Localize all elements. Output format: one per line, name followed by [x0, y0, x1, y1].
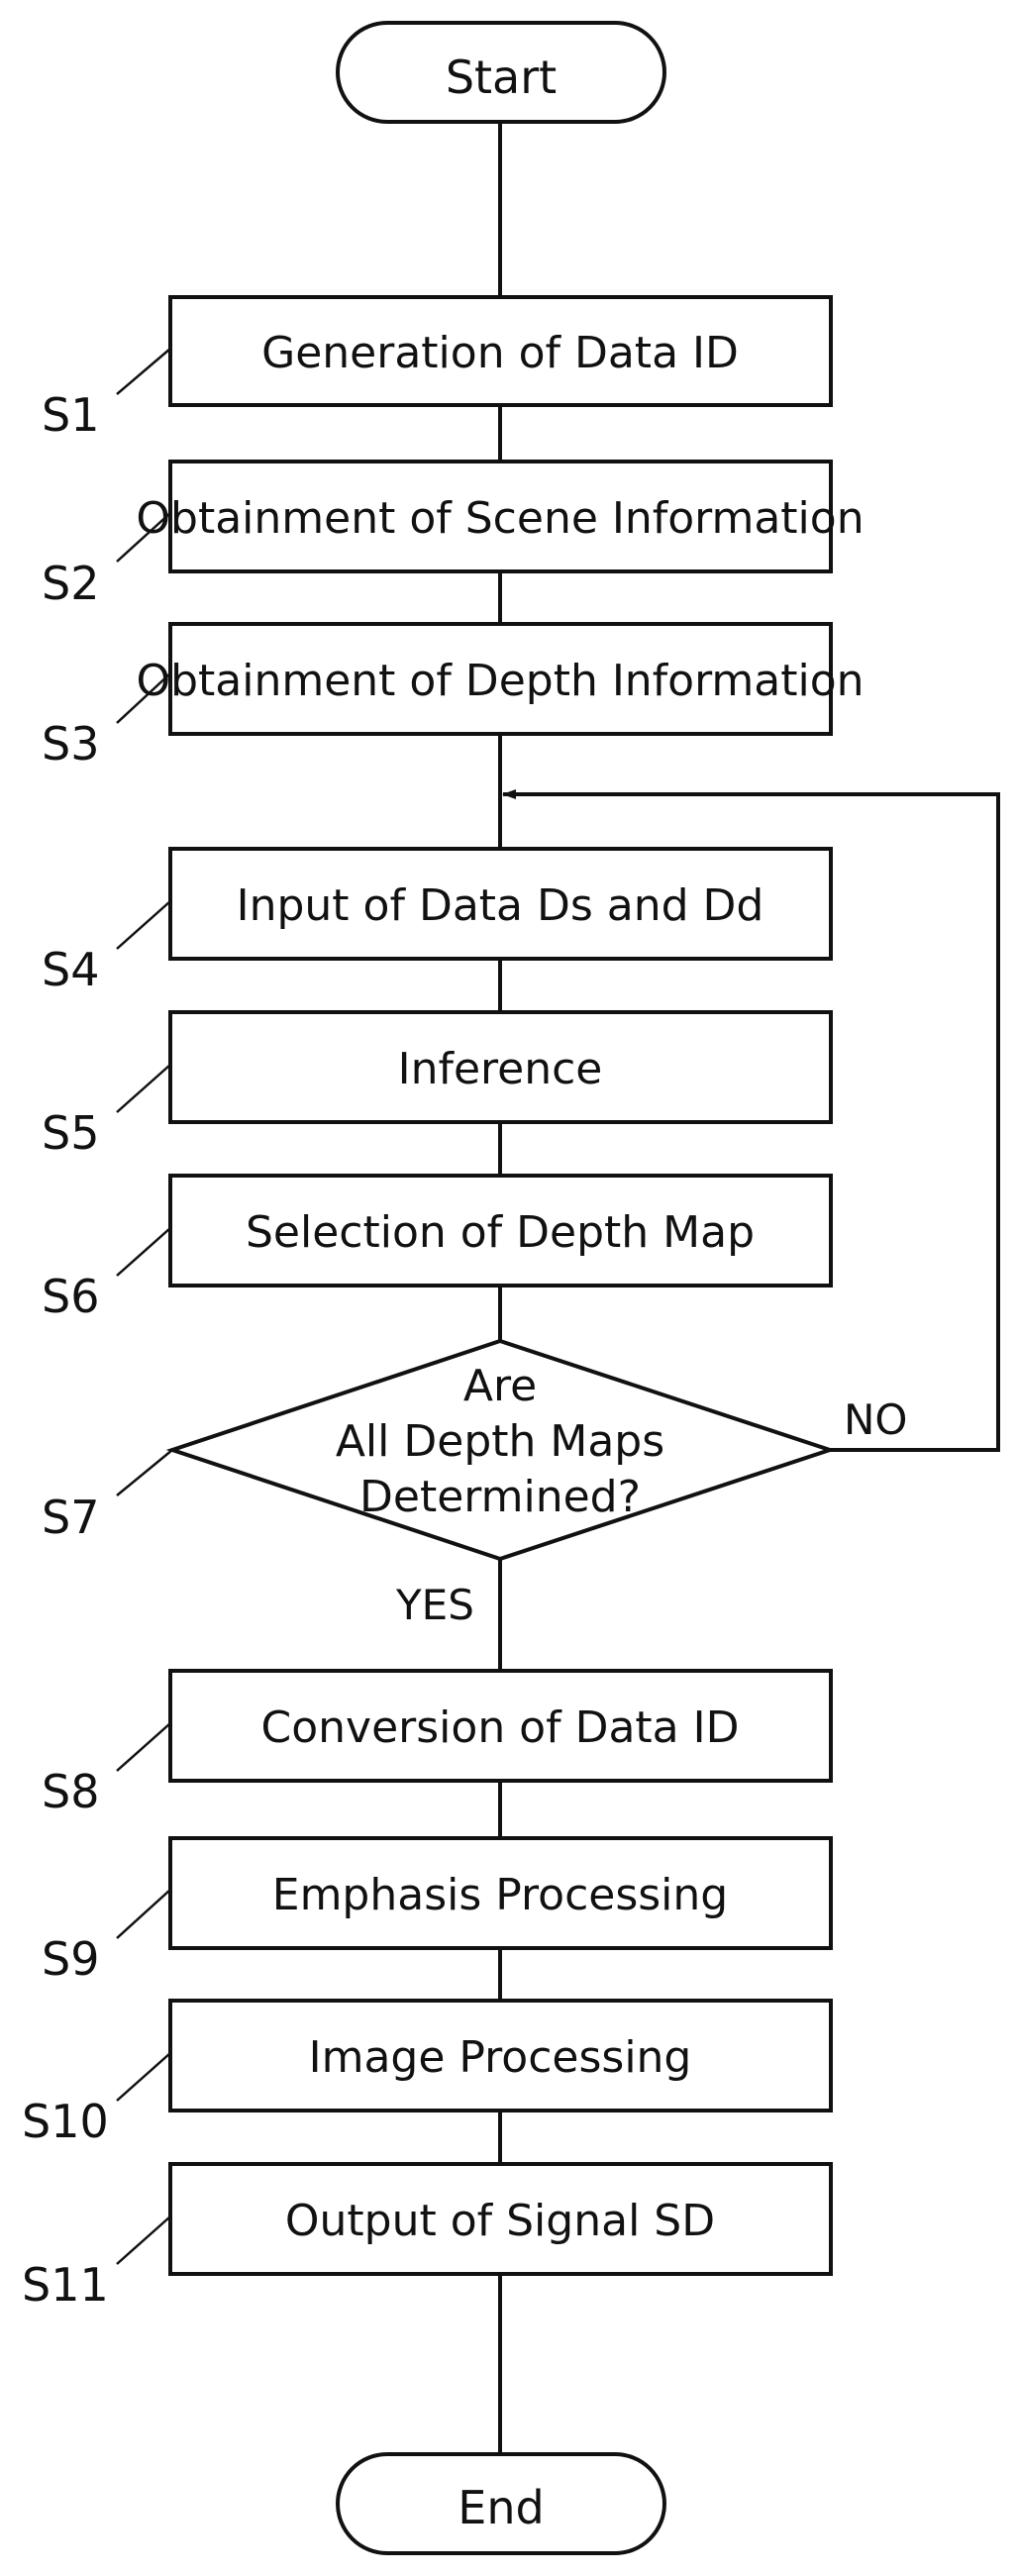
step-label: Obtainment of Depth Information: [136, 656, 864, 706]
step-box-s3: Obtainment of Depth Information: [136, 624, 864, 734]
step-id-s11: S11: [22, 2258, 109, 2312]
start-label: Start: [446, 51, 557, 104]
end-label: End: [458, 2481, 544, 2534]
step-id-s5: S5: [42, 1106, 99, 1160]
step-label: Obtainment of Scene Information: [136, 493, 864, 544]
step-box-s1: Generation of Data ID: [170, 297, 831, 405]
step-label: Image Processing: [309, 2032, 692, 2083]
decision-diamond-s7: Are All Depth Maps Determined?: [172, 1341, 830, 1559]
step-box-s9: Emphasis Processing: [170, 1838, 831, 1948]
step-box-s4: Input of Data Ds and Dd: [170, 849, 831, 959]
step-label: Input of Data Ds and Dd: [237, 880, 764, 931]
step-id-s3: S3: [42, 717, 99, 771]
step-label: Emphasis Processing: [272, 1870, 728, 1920]
decision-line-2: All Depth Maps: [336, 1416, 664, 1467]
step-id-s9: S9: [42, 1932, 99, 1986]
step-id-s8: S8: [42, 1765, 99, 1818]
step-label: Conversion of Data ID: [261, 1702, 740, 1753]
step-label: Generation of Data ID: [261, 328, 739, 378]
step-id-labels: S1 S2 S3 S4 S5 S6 S7 S8 S9 S10 S11: [22, 349, 172, 2312]
step-box-s10: Image Processing: [170, 2001, 831, 2111]
end-terminal: End: [338, 2454, 664, 2553]
yes-branch-label: YES: [395, 1581, 474, 1629]
step-id-s6: S6: [42, 1270, 99, 1323]
step-id-s2: S2: [42, 557, 99, 610]
step-label: Output of Signal SD: [285, 2196, 715, 2246]
step-box-s2: Obtainment of Scene Information: [136, 462, 864, 571]
step-id-s1: S1: [42, 388, 99, 442]
step-id-s7: S7: [42, 1491, 99, 1544]
step-box-s5: Inference: [170, 1012, 831, 1122]
step-id-s4: S4: [42, 943, 99, 996]
no-branch-label: NO: [844, 1395, 907, 1444]
step-label: Inference: [398, 1044, 603, 1094]
step-box-s8: Conversion of Data ID: [170, 1671, 831, 1781]
step-box-s11: Output of Signal SD: [170, 2164, 831, 2274]
step-box-s6: Selection of Depth Map: [170, 1176, 831, 1286]
step-id-s10: S10: [22, 2095, 109, 2148]
decision-line-1: Are: [463, 1361, 537, 1411]
start-terminal: Start: [338, 23, 664, 122]
step-label: Selection of Depth Map: [246, 1207, 755, 1258]
decision-line-3: Determined?: [359, 1472, 641, 1522]
